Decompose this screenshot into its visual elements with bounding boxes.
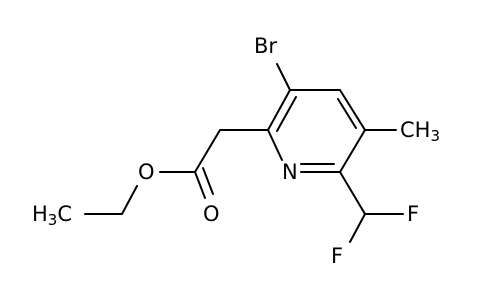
bond-ch2-carbonyl xyxy=(194,129,221,173)
bond-chf2-f2 xyxy=(349,213,366,243)
bond-c2-c3 xyxy=(267,89,291,131)
bond-n-c2 xyxy=(267,129,283,161)
methyl-subscript: 3 xyxy=(430,127,440,145)
ester-oxygen-label: O xyxy=(138,160,155,184)
bond-c2-c3-inner xyxy=(276,96,297,132)
bond-c4-c5-inner xyxy=(337,98,357,129)
fluorine-label-2: F xyxy=(331,244,343,268)
ethyl-tail: C xyxy=(57,202,72,226)
carbonyl-oxygen-label: O xyxy=(203,202,220,226)
bond-c4-c5 xyxy=(339,89,366,131)
methyl-main: CH xyxy=(400,118,430,142)
bond-carbonyl-o-double-a xyxy=(194,171,206,199)
pyridine-ring xyxy=(267,89,366,173)
fluorine-label-1: F xyxy=(407,202,419,226)
nitrogen-label: N xyxy=(282,160,298,184)
bond-c6-chf2 xyxy=(339,171,366,215)
bond-c5-c6 xyxy=(339,129,366,173)
bond-carbonyl-o-double-b xyxy=(202,167,214,195)
ethyl-subscript: 3 xyxy=(48,211,58,229)
methyl-label: CH3 xyxy=(400,118,440,145)
bond-c3-br xyxy=(276,63,291,91)
ethyl-label: H3C xyxy=(32,202,72,229)
ethyl-main: H xyxy=(32,202,48,226)
bromine-label: Br xyxy=(254,34,277,58)
bond-ester-o-ch2 xyxy=(121,185,138,215)
